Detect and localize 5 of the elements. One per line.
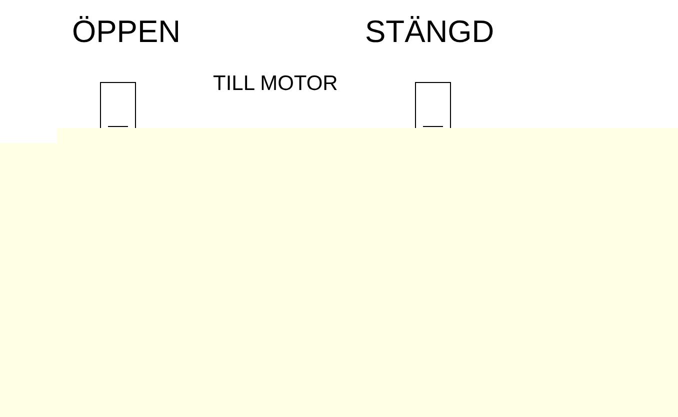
heading: STÄNGD — [365, 16, 494, 47]
switch-box — [415, 82, 451, 128]
label: TILL MOTOR — [213, 73, 338, 94]
switch-box — [100, 82, 136, 128]
heading: ÖPPEN — [72, 16, 181, 47]
